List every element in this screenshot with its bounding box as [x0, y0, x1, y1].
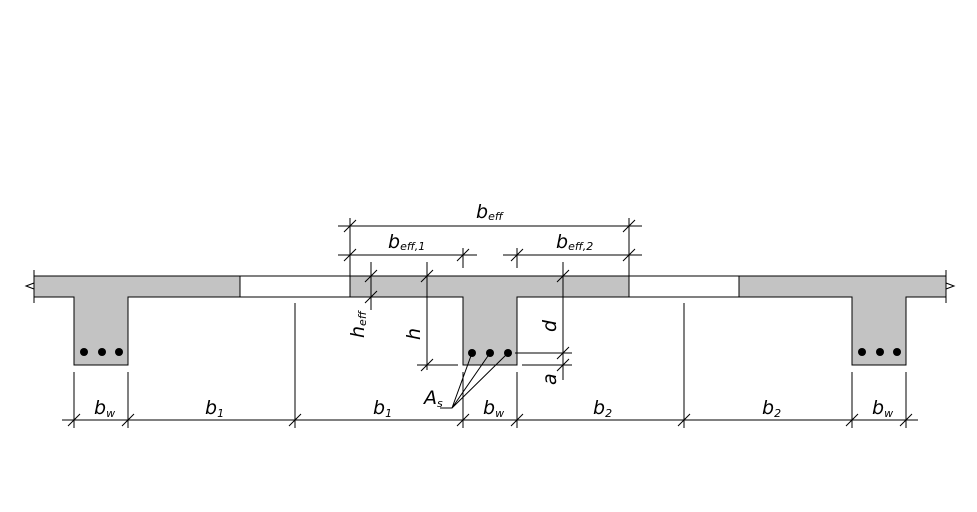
top-dimensions: [338, 218, 642, 276]
as-leader: [440, 352, 509, 409]
label-h: h: [403, 328, 425, 340]
label-b1-left: b1: [205, 397, 224, 420]
label-bw-middle: bw: [483, 397, 504, 420]
label-b2-right: b2: [762, 397, 781, 420]
label-bw-right: bw: [872, 397, 893, 420]
flange-gray-right: [739, 276, 946, 297]
break-left-icon: [24, 270, 35, 303]
label-bw-left: bw: [94, 397, 115, 420]
label-As: As: [422, 387, 443, 410]
rebars: [80, 348, 901, 357]
label-h-eff: heff: [347, 310, 369, 338]
effective-flange: [350, 276, 629, 297]
label-a: a: [539, 373, 561, 385]
label-b-eff1: beff,1: [388, 231, 425, 253]
vertical-dimensions: [364, 262, 572, 380]
bottom-dimensions: [62, 303, 918, 428]
label-d: d: [539, 319, 561, 332]
break-right-icon: [945, 270, 956, 303]
label-b1-right: b1: [373, 397, 392, 420]
label-b-eff: beff: [476, 201, 504, 223]
flange-gray-left: [34, 276, 240, 297]
label-b2-left: b2: [593, 397, 612, 420]
label-b-eff2: beff,2: [556, 231, 593, 253]
